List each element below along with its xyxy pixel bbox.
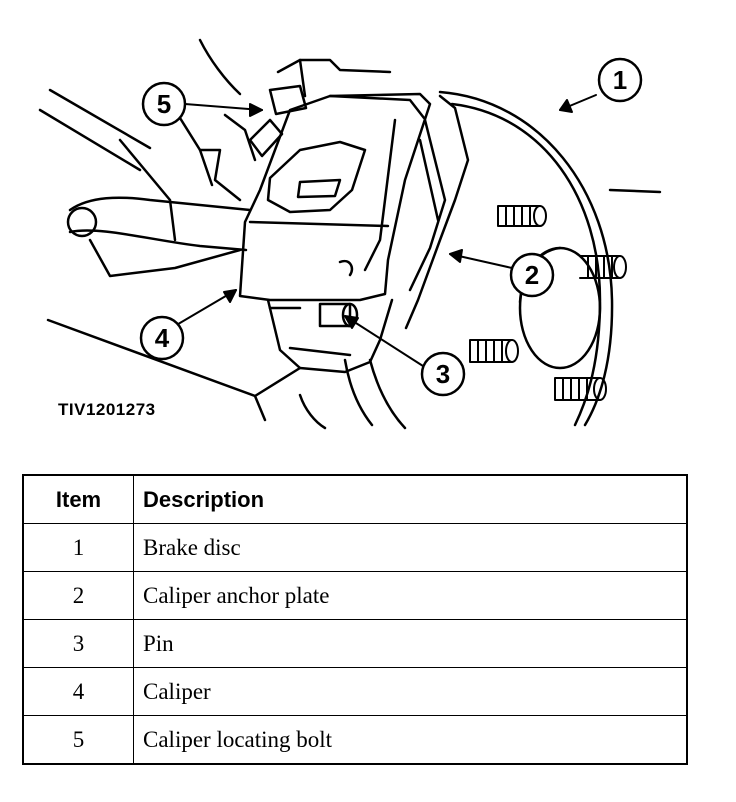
brake-disc-drawing [298,90,662,430]
description-cell: Brake disc [133,523,688,572]
table-row: 2 Caliper anchor plate [22,571,688,620]
figure-id: TIV1201273 [58,400,156,419]
callout-3-label: 3 [436,359,450,389]
table-row: 3 Pin [22,619,688,668]
table-row: 4 Caliper [22,667,688,716]
callout-1-label: 1 [613,65,627,95]
description-cell: Caliper locating bolt [133,715,688,765]
leader-lines [167,94,597,367]
table-row: 5 Caliper locating bolt [22,715,688,765]
wheel-studs-drawing [469,205,627,401]
item-number-cell: 2 [22,571,134,620]
callout-2-label: 2 [525,260,539,290]
callout-5: 5 [141,81,187,127]
legend-table: Item Description 1 Brake disc 2 Caliper … [22,474,688,765]
anchor-plate-drawing [266,94,470,374]
legend-header-row: Item Description [22,474,688,524]
item-number-cell: 4 [22,667,134,716]
description-column-header: Description [133,474,688,524]
item-number-cell: 1 [22,523,134,572]
description-cell: Caliper [133,667,688,716]
table-row: 1 Brake disc [22,523,688,572]
item-number-cell: 3 [22,619,134,668]
callout-3: 3 [420,351,466,397]
pin-drawing [268,302,359,328]
callout-5-label: 5 [157,89,171,119]
description-cell: Pin [133,619,688,668]
item-number-cell: 5 [22,715,134,765]
brake-assembly-illustration: 1 2 3 4 5 [38,38,662,430]
caliper-drawing [238,92,432,302]
description-cell: Caliper anchor plate [133,571,688,620]
item-column-header: Item [22,474,134,524]
locating-bolt-drawing [248,58,392,158]
suspension-drawing [38,38,302,422]
callout-2: 2 [509,252,555,298]
callout-1: 1 [597,57,643,103]
callout-4: 4 [139,315,185,361]
callout-4-label: 4 [155,323,170,353]
